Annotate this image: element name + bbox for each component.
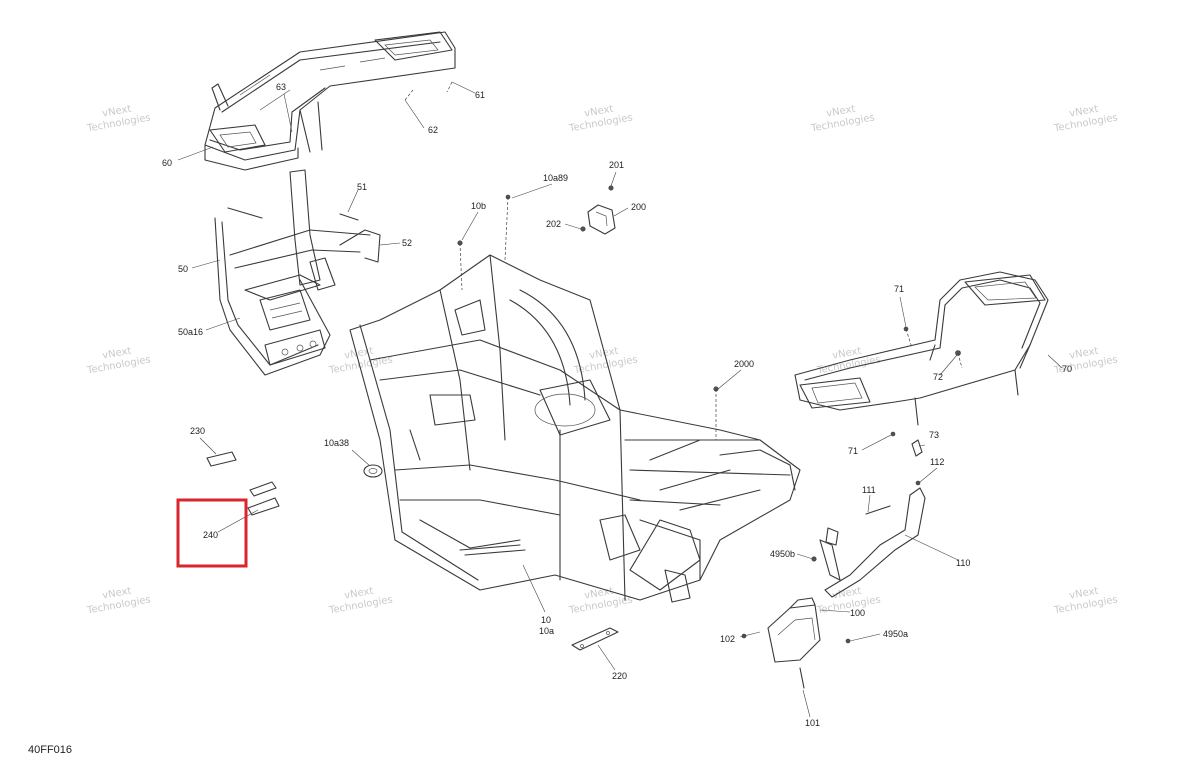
svg-text:vNext: vNext — [1069, 104, 1100, 120]
callout-4950a: 4950a — [883, 629, 908, 639]
svg-text:vNext: vNext — [832, 586, 863, 602]
support-part[interactable] — [819, 487, 926, 598]
watermark: vNext Technologies — [327, 586, 393, 617]
bolt-part[interactable] — [865, 505, 891, 515]
svg-text:vNext: vNext — [1069, 586, 1100, 602]
watermark: vNext Technologies — [1052, 104, 1118, 135]
washer-part[interactable] — [363, 464, 383, 478]
callout-61: 61 — [475, 90, 485, 100]
svg-text:vNext: vNext — [344, 586, 375, 602]
front-rack-part[interactable] — [204, 31, 456, 171]
watermark: vNext Technologies — [327, 346, 393, 377]
callout-101: 101 — [805, 718, 820, 728]
svg-text:vNext: vNext — [832, 346, 863, 362]
watermarks: vNext Technologies vNext Technologies vN… — [85, 104, 1118, 617]
watermark: vNext Technologies — [85, 586, 151, 617]
callout-10a: 10a — [539, 626, 554, 636]
bolt-part[interactable] — [339, 213, 359, 221]
callout-4950b: 4950b — [770, 549, 795, 559]
bolt-part[interactable] — [799, 667, 805, 689]
callout-10: 10 — [541, 615, 551, 625]
plate-part[interactable] — [571, 627, 619, 651]
watermark: vNext Technologies — [567, 104, 633, 135]
callout-110: 110 — [956, 558, 970, 568]
callout-202: 202 — [546, 219, 561, 229]
diagram-code: 40FF016 — [28, 744, 73, 756]
callout-60: 60 — [162, 158, 172, 168]
svg-text:vNext: vNext — [1069, 346, 1100, 362]
rear-rack-part[interactable] — [794, 271, 1049, 426]
pad-part[interactable] — [206, 451, 237, 467]
watermark: vNext Technologies — [1052, 586, 1118, 617]
callout-102: 102 — [720, 634, 735, 644]
callout-51: 51 — [357, 182, 367, 192]
callout-50: 50 — [178, 264, 188, 274]
watermark: vNext Technologies — [809, 104, 875, 135]
watermark: vNext Technologies — [85, 346, 151, 377]
bolt-part[interactable] — [890, 431, 896, 437]
callout-201: 201 — [609, 160, 624, 170]
callout-10a38: 10a38 — [324, 438, 349, 448]
callout-71: 71 — [894, 284, 904, 294]
callout-labels: 61 62 63 60 51 52 50 50a16 10b 10a89 201… — [162, 82, 1072, 728]
svg-text:vNext: vNext — [102, 104, 133, 120]
callout-100: 100 — [850, 608, 865, 618]
main-frame-part[interactable] — [349, 254, 801, 603]
callout-71: 71 — [848, 446, 858, 456]
bolt-part[interactable] — [915, 480, 921, 486]
front-subframe-part[interactable] — [214, 169, 381, 376]
callout-111: 111 — [862, 485, 876, 495]
svg-text:vNext: vNext — [589, 346, 620, 362]
pad-part[interactable] — [247, 481, 280, 516]
watermark: vNext Technologies — [1052, 346, 1118, 377]
callout-200: 200 — [631, 202, 646, 212]
callout-72: 72 — [933, 372, 943, 382]
watermark: vNext Technologies — [815, 346, 881, 377]
watermark: vNext Technologies — [85, 104, 151, 135]
callout-220: 220 — [612, 671, 627, 681]
callout-70: 70 — [1062, 364, 1072, 374]
bracket-part[interactable] — [767, 597, 821, 663]
nut-part[interactable] — [811, 556, 817, 562]
bracket-part[interactable] — [580, 185, 616, 235]
callout-50a16: 50a16 — [178, 327, 203, 337]
callout-2000: 2000 — [734, 359, 754, 369]
callout-62: 62 — [428, 125, 438, 135]
callout-240: 240 — [203, 530, 218, 540]
bolt-part[interactable] — [845, 638, 851, 644]
callout-230: 230 — [190, 426, 205, 436]
bolt-part[interactable] — [227, 207, 263, 219]
stud-part[interactable] — [911, 439, 923, 457]
leader-lines — [177, 81, 1063, 718]
svg-text:vNext: vNext — [584, 104, 615, 120]
highlight-box — [176, 498, 248, 568]
callout-63: 63 — [276, 82, 286, 92]
watermark: vNext Technologies — [572, 346, 638, 377]
callout-10b: 10b — [471, 201, 486, 211]
callout-112: 112 — [930, 457, 944, 467]
callout-10a89: 10a89 — [543, 173, 568, 183]
callout-73: 73 — [929, 430, 939, 440]
callout-52: 52 — [402, 238, 412, 248]
svg-text:vNext: vNext — [102, 586, 133, 602]
svg-text:vNext: vNext — [826, 104, 857, 120]
svg-text:vNext: vNext — [102, 346, 133, 362]
